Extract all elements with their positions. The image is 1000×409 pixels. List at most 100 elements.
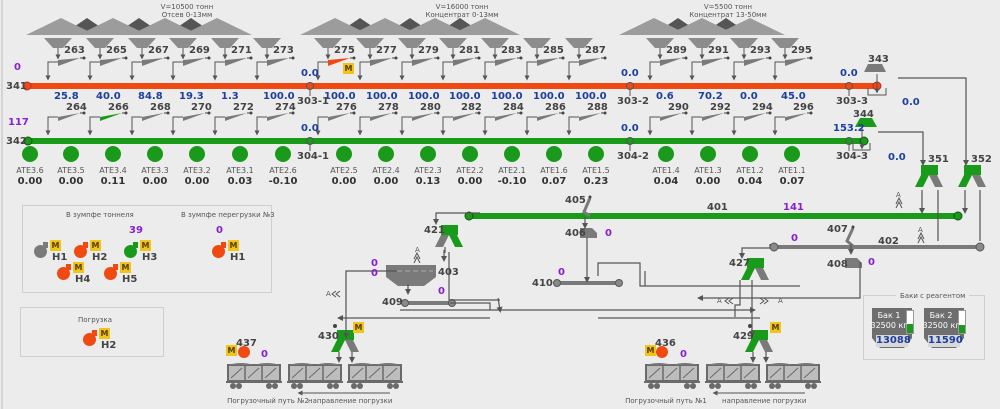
feeder[interactable] (142, 58, 164, 66)
pump-name: H1 (230, 252, 246, 263)
feeder[interactable] (744, 58, 766, 66)
hopper (398, 38, 426, 48)
pump-mode-badge[interactable]: M (140, 240, 151, 251)
pump-mode-badge[interactable]: M (73, 262, 84, 273)
feeder[interactable] (537, 113, 559, 121)
separator-344-tray (852, 143, 871, 151)
feeder[interactable] (412, 58, 434, 66)
feeder[interactable] (267, 58, 289, 66)
loader-437-mode-badge[interactable]: M (226, 345, 237, 356)
railcar-brace (648, 367, 661, 379)
railcar-wheel (327, 383, 333, 389)
tank-level-fill (907, 324, 913, 333)
loader-437[interactable] (238, 346, 250, 358)
feeder[interactable] (453, 113, 475, 121)
chute-429[interactable] (751, 330, 768, 340)
feeder[interactable] (785, 58, 807, 66)
feeder[interactable] (370, 58, 392, 66)
loader-436[interactable] (656, 346, 668, 358)
thickener-403[interactable] (386, 265, 436, 286)
chute-427[interactable] (747, 258, 764, 268)
feeder-pivot (684, 56, 688, 60)
ate-indicator-ATE2.6 (275, 146, 291, 162)
feeder[interactable] (58, 113, 80, 121)
feeder-running[interactable] (100, 113, 122, 121)
chute-427-label: 427 (729, 258, 750, 269)
feeder[interactable] (702, 113, 724, 121)
feeder[interactable] (58, 58, 80, 66)
feeder-275-mode-badge[interactable]: M (343, 63, 354, 74)
railcar-brace (743, 367, 756, 379)
feeder[interactable] (579, 58, 601, 66)
pump-mode-badge[interactable]: M (120, 262, 131, 273)
feeder[interactable] (744, 113, 766, 121)
flow-line (343, 270, 397, 339)
chute-351-right-leg (929, 175, 943, 187)
separator-344[interactable] (855, 118, 877, 127)
discharge-arrow (689, 61, 702, 81)
feeder-alarm[interactable] (328, 58, 350, 66)
ate-ATE2.3-value: 0.13 (415, 176, 441, 187)
auto-label-3: A (778, 297, 783, 305)
loader-436-mode-badge[interactable]: M (645, 345, 656, 356)
feeder[interactable] (702, 58, 724, 66)
chute-351[interactable] (921, 165, 938, 175)
pump-mode-badge[interactable]: M (50, 240, 61, 251)
storage-pile (715, 18, 785, 35)
discharge-arrow (254, 116, 267, 136)
feeder[interactable] (100, 58, 122, 66)
chute-352[interactable] (964, 165, 981, 175)
auto-label-4: A (896, 191, 901, 199)
feeder[interactable] (225, 113, 247, 121)
railcar-brace (665, 367, 678, 379)
pump-icon (57, 267, 70, 280)
chute-429-mode-badge[interactable]: M (770, 322, 781, 333)
hopper-406[interactable] (580, 228, 597, 238)
feeder-pivot (561, 111, 565, 115)
feeder[interactable] (537, 58, 559, 66)
feeder[interactable] (660, 58, 682, 66)
railcar-wheel (648, 383, 654, 389)
pump-nozzle (43, 242, 48, 248)
feeder[interactable] (183, 113, 205, 121)
feeder[interactable] (453, 58, 475, 66)
pump-mode-badge[interactable]: M (228, 240, 239, 251)
chute-421[interactable] (441, 225, 458, 235)
pump-mode-badge[interactable]: M (99, 328, 110, 339)
storage-pile (78, 18, 148, 35)
feeder[interactable] (495, 58, 517, 66)
feeder[interactable] (225, 58, 247, 66)
hopper-408[interactable] (845, 258, 862, 268)
feeder[interactable] (412, 113, 434, 121)
feeder[interactable] (579, 113, 601, 121)
ate-ATE2.3-name: ATE2.3 (414, 166, 442, 175)
chute-430-mode-badge[interactable]: M (353, 322, 364, 333)
feeder[interactable] (370, 113, 392, 121)
feeder[interactable] (328, 113, 350, 121)
pump-mode-badge[interactable]: M (90, 240, 101, 251)
conveyor-410-label: 410 (532, 278, 553, 289)
feeder[interactable] (183, 58, 205, 66)
auto-mode-icon (895, 200, 903, 209)
loading-panel-title: Погрузка (78, 316, 113, 324)
feeder[interactable] (142, 113, 164, 121)
feeder[interactable] (495, 113, 517, 121)
feeder[interactable] (785, 113, 807, 121)
feeder[interactable] (267, 113, 289, 121)
discharge-arrow (45, 116, 58, 136)
plow-405[interactable] (582, 197, 592, 218)
separator-343[interactable] (864, 64, 886, 72)
ate-indicator-ATE2.1 (504, 146, 520, 162)
feeder[interactable] (660, 113, 682, 121)
ate-ATE1.1-name: ATE1.1 (778, 166, 806, 175)
